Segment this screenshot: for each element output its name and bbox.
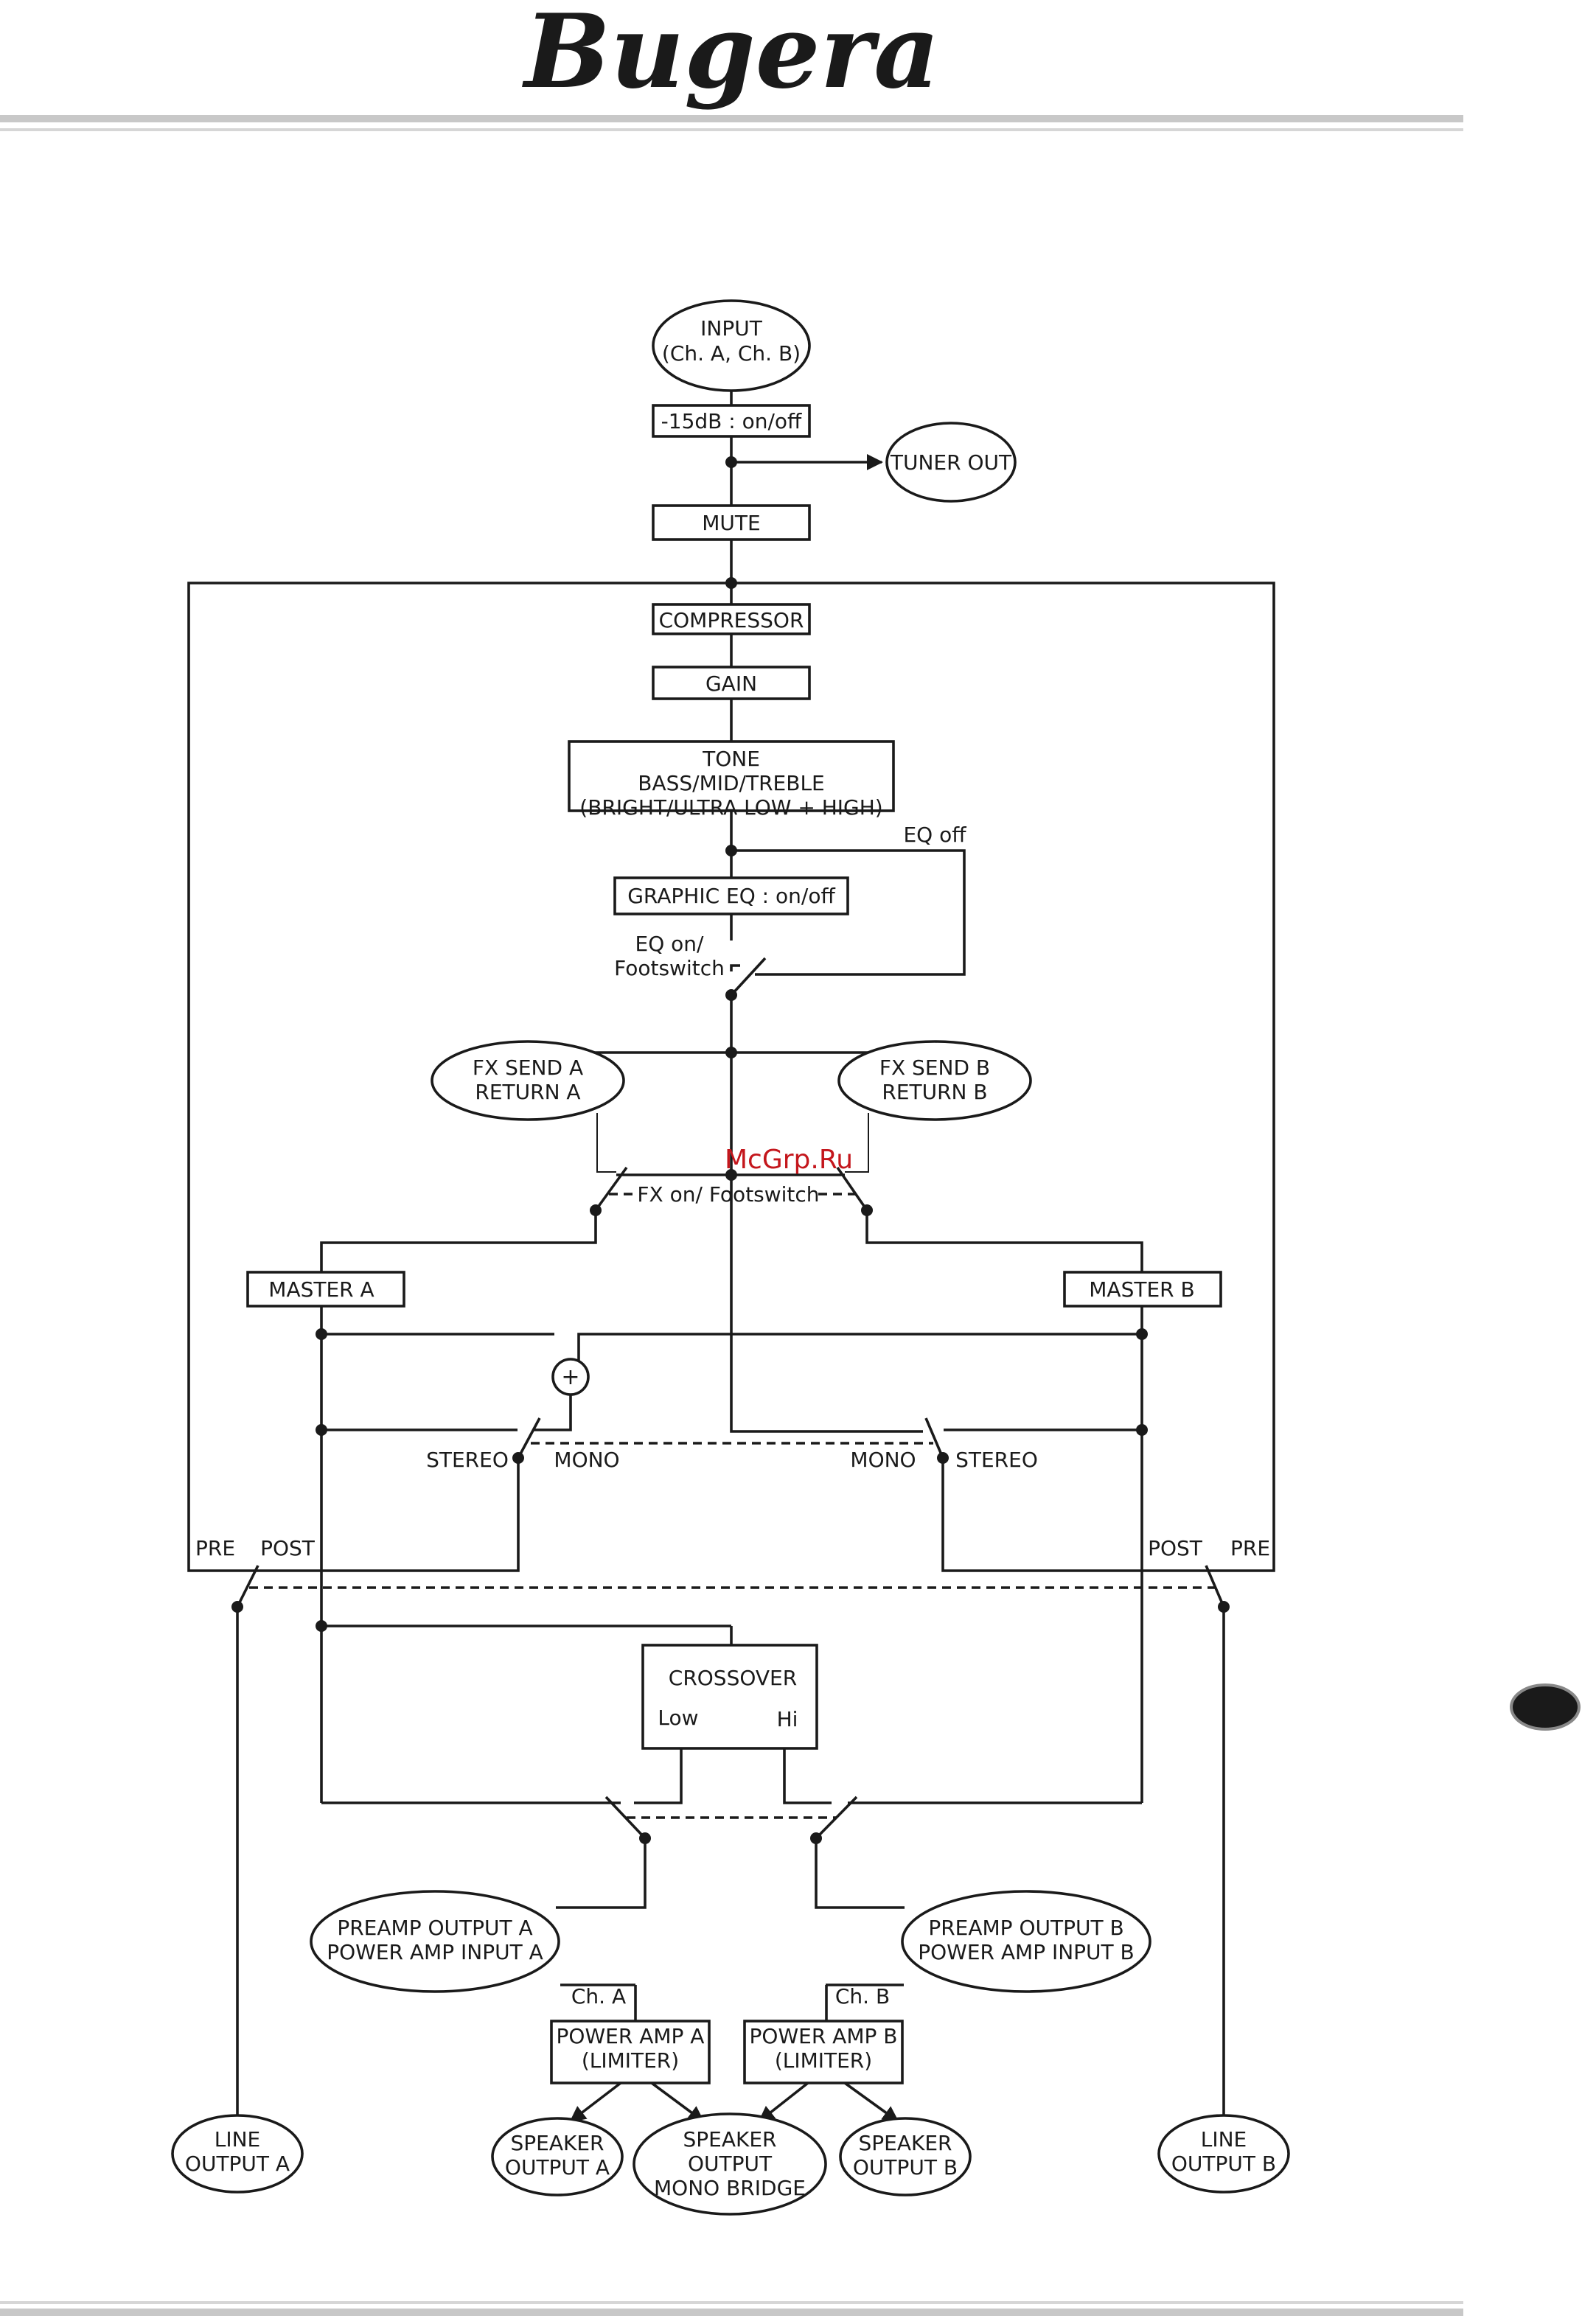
- power-amp-input-a-label: POWER AMP INPUT A: [327, 1940, 543, 1964]
- speaker-output-a-sub-label: OUTPUT A: [505, 2155, 610, 2180]
- pre-right-label: PRE: [1230, 1536, 1270, 1560]
- fx-send-b-label: FX SEND B: [879, 1055, 990, 1080]
- compressor-label: COMPRESSOR: [659, 608, 804, 632]
- post-left-label: POST: [260, 1536, 316, 1560]
- eq-on-label: EQ on/: [635, 932, 705, 956]
- junction-dots: [231, 456, 1230, 1844]
- speaker-mono-bridge-output-label: OUTPUT: [688, 2152, 773, 2176]
- line-output-b-node: LINE OUTPUT B: [1157, 2114, 1290, 2194]
- tuner-out-label: TUNER OUT: [890, 450, 1012, 475]
- tone-bands-label: BASS/MID/TREBLE: [638, 771, 825, 795]
- power-amp-input-b-label: POWER AMP INPUT B: [918, 1940, 1135, 1964]
- mono-right-label: MONO: [850, 1448, 916, 1472]
- sum-symbol: +: [561, 1364, 579, 1390]
- master-a-label: MASTER A: [268, 1277, 374, 1302]
- stereo-right-label: STEREO: [955, 1448, 1038, 1472]
- crossover-low-label: Low: [658, 1706, 698, 1730]
- tone-block: TONE BASS/MID/TREBLE (BRIGHT/ULTRA LOW +…: [568, 740, 895, 820]
- tuner-out-node: TUNER OUT: [885, 422, 1017, 503]
- tone-label: TONE: [702, 747, 760, 771]
- power-amp-a-block: POWER AMP A (LIMITER): [550, 2020, 711, 2084]
- page-tab-marker: [1510, 1683, 1581, 1731]
- post-right-label: POST: [1148, 1536, 1203, 1560]
- graphic-eq-block: GRAPHIC EQ : on/off: [613, 876, 849, 915]
- speaker-output-b-sub-label: OUTPUT B: [853, 2155, 958, 2180]
- compressor-block: COMPRESSOR: [652, 603, 811, 635]
- line-output-b-label: LINE: [1201, 2127, 1247, 2152]
- mono-left-label: MONO: [554, 1448, 619, 1472]
- crossover-label: CROSSOVER: [669, 1666, 797, 1690]
- power-amp-b-label: POWER AMP B: [750, 2024, 898, 2048]
- pre-left-label: PRE: [195, 1536, 235, 1560]
- fx-return-a-label: RETURN A: [475, 1080, 580, 1104]
- graphic-eq-label: GRAPHIC EQ : on/off: [627, 884, 835, 908]
- brand-logo: Bugera: [521, 0, 939, 111]
- preamp-output-a-label: PREAMP OUTPUT A: [337, 1916, 532, 1940]
- mute-label: MUTE: [702, 511, 760, 535]
- header-rule-thin: [0, 128, 1463, 131]
- preamp-output-a-node: PREAMP OUTPUT A POWER AMP INPUT A: [310, 1890, 560, 1993]
- speaker-mono-bridge-node: SPEAKER OUTPUT MONO BRIDGE: [633, 2112, 827, 2216]
- ch-a-label: Ch. A: [571, 1984, 626, 2009]
- preamp-output-b-label: PREAMP OUTPUT B: [928, 1916, 1123, 1940]
- ch-b-label: Ch. B: [835, 1984, 890, 2009]
- line-output-a-node: LINE OUTPUT A: [171, 2114, 304, 2194]
- master-a-block: MASTER A: [246, 1271, 405, 1308]
- line-output-a-label: LINE: [215, 2127, 261, 2152]
- fx-send-a-node: FX SEND A RETURN A: [431, 1040, 625, 1121]
- master-b-block: MASTER B: [1063, 1271, 1222, 1308]
- crossover-block: CROSSOVER Low Hi: [641, 1644, 818, 1750]
- input-label: INPUT: [700, 316, 763, 341]
- crossover-hi-label: Hi: [777, 1707, 798, 1731]
- summing-node: +: [551, 1358, 590, 1396]
- watermark-text: McGrp.Ru: [725, 1145, 853, 1175]
- preamp-output-b-node: PREAMP OUTPUT B POWER AMP INPUT B: [901, 1890, 1151, 1993]
- fx-send-a-label: FX SEND A: [473, 1055, 583, 1080]
- mute-block: MUTE: [652, 504, 811, 541]
- input-node: INPUT (Ch. A, Ch. B): [652, 299, 811, 392]
- eq-footswitch-label: Footswitch: [614, 956, 725, 980]
- speaker-output-b-label: SPEAKER: [858, 2131, 952, 2155]
- speaker-output-a-label: SPEAKER: [510, 2131, 604, 2155]
- line-output-b-sub-label: OUTPUT B: [1171, 2152, 1276, 2176]
- stereo-left-label: STEREO: [426, 1448, 509, 1472]
- footer-rule-thin: [0, 2301, 1463, 2304]
- input-channels-label: (Ch. A, Ch. B): [662, 341, 801, 366]
- power-amp-b-limiter-label: (LIMITER): [775, 2048, 872, 2073]
- signal-paths: [187, 379, 1275, 2123]
- power-amp-b-block: POWER AMP B (LIMITER): [743, 2020, 904, 2084]
- gain-label: GAIN: [705, 671, 757, 696]
- fx-return-b-label: RETURN B: [882, 1080, 987, 1104]
- speaker-mono-bridge-label: SPEAKER: [683, 2127, 776, 2152]
- eq-off-label: EQ off: [903, 823, 966, 847]
- footer-rule: [0, 2309, 1463, 2316]
- speaker-output-b-node: SPEAKER OUTPUT B: [839, 2117, 972, 2196]
- pad-label: -15dB : on/off: [661, 409, 802, 433]
- tone-extras-label: (BRIGHT/ULTRA LOW + HIGH): [579, 795, 882, 820]
- speaker-output-a-node: SPEAKER OUTPUT A: [491, 2117, 624, 2196]
- pad-block: -15dB : on/off: [652, 404, 811, 438]
- fx-send-b-node: FX SEND B RETURN B: [837, 1040, 1032, 1121]
- speaker-mono-bridge-sub-label: MONO BRIDGE: [654, 2176, 806, 2200]
- gain-block: GAIN: [652, 666, 811, 700]
- master-b-label: MASTER B: [1089, 1277, 1194, 1302]
- power-amp-a-label: POWER AMP A: [557, 2024, 705, 2048]
- fx-footswitch-label: FX on/ Footswitch: [637, 1182, 819, 1207]
- power-amp-a-limiter-label: (LIMITER): [582, 2048, 679, 2073]
- line-output-a-sub-label: OUTPUT A: [185, 2152, 290, 2176]
- header-rule: [0, 115, 1463, 122]
